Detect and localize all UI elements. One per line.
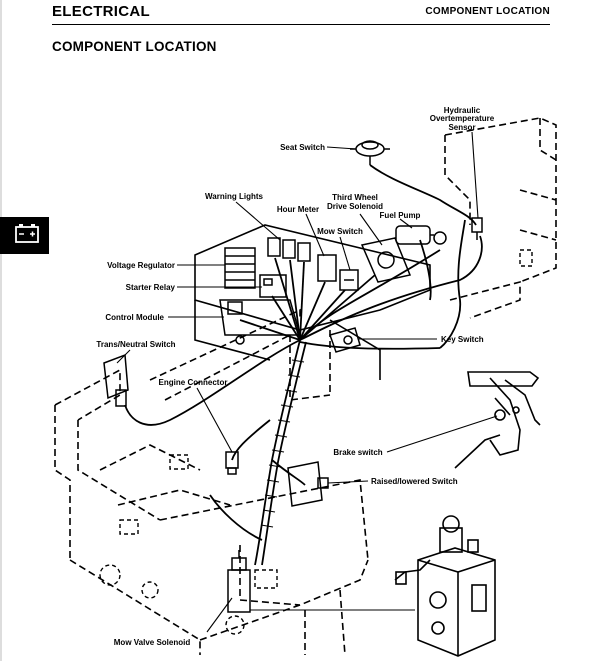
third-wheel-drive-solenoid — [360, 237, 412, 283]
label-brake-switch: Brake switch — [333, 448, 382, 457]
engine-connector — [225, 451, 239, 475]
frame-holes — [99, 249, 533, 635]
fuel-pump — [395, 225, 447, 245]
section-tab[interactable] — [0, 217, 49, 254]
trans-neutral-switch — [103, 353, 129, 407]
tractor-frame — [54, 117, 557, 656]
page-edge-rule — [0, 0, 2, 661]
label-raised-lowered-switch: Raised/lowered Switch — [371, 477, 458, 486]
seat-switch — [350, 140, 390, 165]
page-title: COMPONENT LOCATION — [52, 39, 217, 54]
warning-lights — [267, 237, 311, 262]
label-mow-switch: Mow Switch — [317, 227, 363, 236]
mow-valve-solenoid — [227, 550, 251, 613]
battery-icon — [15, 224, 39, 243]
wiring-harness — [124, 164, 483, 566]
label-fuel-pump: Fuel Pump — [380, 211, 421, 220]
label-warning-lights: Warning Lights — [205, 192, 263, 201]
label-hydraulic-line1: Hydraulic — [444, 106, 481, 115]
hydraulic-valve-block — [394, 515, 496, 657]
label-key-switch: Key Switch — [441, 335, 484, 344]
label-control-module: Control Module — [105, 313, 164, 322]
label-voltage-regulator: Voltage Regulator — [107, 261, 175, 270]
hour-meter — [317, 254, 337, 282]
callout-labels: Hydraulic Overtemperature Sensor Seat Sw… — [96, 106, 494, 647]
raised-lowered-switch — [287, 461, 329, 507]
hydraulic-overtemp-sensor — [471, 217, 483, 240]
label-hour-meter: Hour Meter — [277, 205, 319, 214]
harness-wrap — [260, 359, 305, 528]
label-trans-neutral-switch: Trans/Neutral Switch — [96, 340, 175, 349]
label-starter-relay: Starter Relay — [126, 283, 176, 292]
label-mow-valve-solenoid: Mow Valve Solenoid — [114, 638, 191, 647]
voltage-regulator — [224, 247, 256, 289]
label-hydraulic-line2: Overtemperature — [430, 114, 495, 123]
mow-switch — [339, 269, 359, 291]
brake-pedal-linkage — [454, 371, 541, 469]
label-third-wheel-line1: Third Wheel — [332, 193, 378, 202]
label-engine-connector: Engine Connector — [159, 378, 228, 387]
leader-lines — [116, 131, 498, 633]
label-third-wheel-line2: Drive Solenoid — [327, 202, 383, 211]
header-divider — [52, 24, 550, 25]
section-header: ELECTRICAL — [52, 3, 150, 20]
section-header-right: COMPONENT LOCATION — [425, 6, 550, 17]
label-seat-switch: Seat Switch — [280, 143, 325, 152]
label-hydraulic-line3: Sensor — [448, 123, 475, 132]
